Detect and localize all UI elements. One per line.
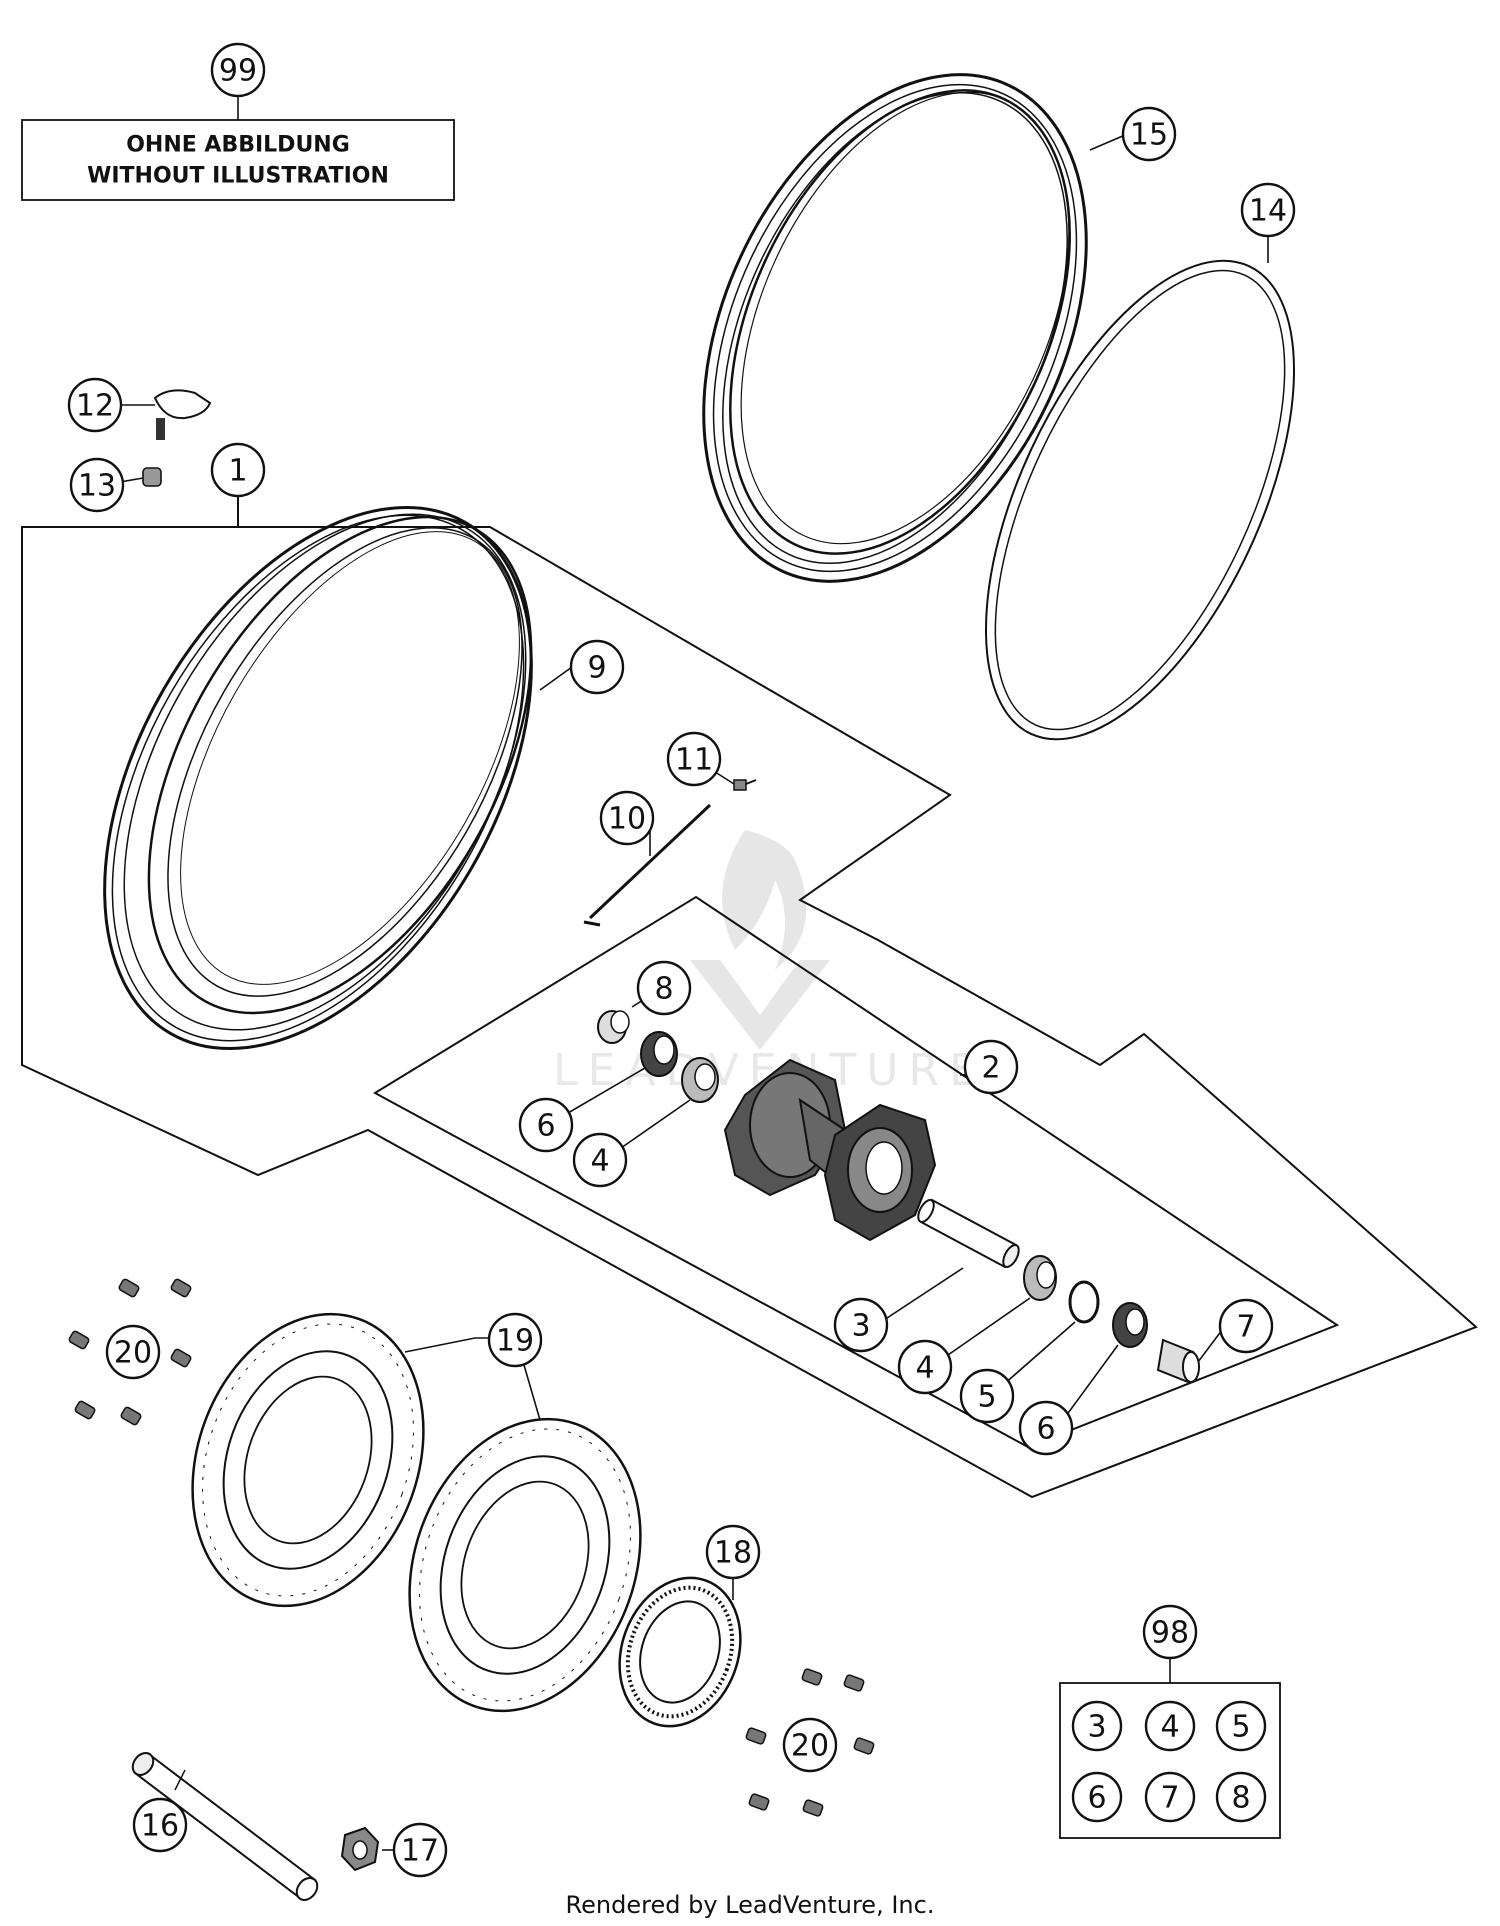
rim	[103, 505, 533, 1051]
tire-pressure-sensor	[153, 389, 212, 440]
kit-frame	[1059, 1682, 1281, 1839]
callout-3: 3	[851, 1309, 870, 1344]
callout-17: 17	[401, 1834, 439, 1869]
callout-18: 18	[714, 1536, 752, 1571]
circlip	[1068, 1280, 1100, 1324]
kit-item-3: 3	[1087, 1710, 1106, 1745]
spoke	[583, 803, 712, 927]
callout-13-circle	[69, 457, 125, 513]
callout-5: 5	[977, 1380, 996, 1415]
screws-right	[745, 1668, 875, 1817]
callout-6a: 6	[536, 1109, 555, 1144]
axle-nut	[340, 1826, 380, 1872]
callout-15-circle	[1121, 106, 1177, 162]
callout-98: 98	[1151, 1616, 1189, 1651]
callout-17-circle	[392, 1822, 448, 1878]
callout-11-circle	[666, 731, 722, 787]
callout-8-circle	[636, 960, 692, 1016]
note-line1: OHNE ABBILDUNG	[126, 133, 350, 158]
brake-disc-left	[191, 1312, 425, 1608]
callout-11: 11	[675, 743, 713, 778]
callout-14: 14	[1249, 194, 1287, 229]
kit-item-4: 4	[1160, 1710, 1179, 1745]
callout-3-circle	[833, 1297, 889, 1353]
callout-1: 1	[228, 454, 247, 489]
callout-6a-circle	[518, 1097, 574, 1153]
callout-4b-circle	[897, 1339, 953, 1395]
spacer-right	[1156, 1338, 1200, 1384]
callout-16-circle	[132, 1797, 188, 1853]
callout-10: 10	[608, 802, 646, 837]
callout-1-circle	[210, 442, 266, 498]
callout-16: 16	[141, 1809, 179, 1844]
callout-10-circle	[599, 790, 655, 846]
callout-18-circle	[705, 1524, 761, 1580]
shaft-seal-left	[640, 1031, 678, 1077]
callout-20b-circle	[782, 1717, 838, 1773]
wheel-hub	[723, 1058, 937, 1242]
callout-4b: 4	[915, 1351, 934, 1386]
callout-98-circle	[1142, 1604, 1198, 1660]
callout-20a-circle	[105, 1324, 161, 1380]
callout-20b: 20	[791, 1729, 829, 1764]
callout-7-circle	[1218, 1298, 1274, 1354]
spacer-left	[597, 1010, 630, 1044]
callout-15: 15	[1130, 118, 1168, 153]
note-box	[21, 119, 455, 201]
callout-4a: 4	[590, 1144, 609, 1179]
wheel-assembly-outline	[21, 495, 1478, 1499]
kit-box: 98 3 4 5 6 7 8	[1059, 1604, 1281, 1839]
callout-19: 19	[496, 1324, 534, 1359]
shaft-seal-right	[1112, 1302, 1148, 1348]
not-illustrated-note: 99 OHNE ABBILDUNG WITHOUT ILLUSTRATION	[21, 42, 455, 201]
valve-nut	[142, 467, 162, 487]
wheel-spindle	[131, 1752, 319, 1901]
brake-disc-right	[408, 1417, 642, 1713]
screws-left	[68, 1278, 192, 1426]
kit-item-5: 5	[1231, 1710, 1250, 1745]
callout-9: 9	[587, 651, 606, 686]
callout-2: 2	[981, 1051, 1000, 1086]
kit-item-7: 7	[1160, 1781, 1179, 1816]
callout-12-circle	[67, 377, 123, 433]
callout-13: 13	[78, 469, 116, 504]
callout-99: 99	[219, 54, 257, 89]
bearing-right	[1023, 1255, 1057, 1301]
callout-99-circle	[210, 42, 266, 98]
distance-sleeve	[917, 1198, 1020, 1269]
spoke-nipple	[733, 779, 757, 791]
callout-5-circle	[959, 1368, 1015, 1424]
kit-item-6: 6	[1087, 1781, 1106, 1816]
callout-6b: 6	[1036, 1412, 1055, 1447]
pulse-generator-wheel	[618, 1576, 742, 1728]
note-line2: WITHOUT ILLUSTRATION	[87, 164, 389, 189]
callout-19-circle	[487, 1312, 543, 1368]
watermark-logo: LEADVENTURE	[553, 830, 977, 1096]
callout-14-circle	[1240, 182, 1296, 238]
rim-tape	[984, 259, 1296, 741]
callout-6b-circle	[1018, 1400, 1074, 1456]
kit-item-8: 8	[1231, 1781, 1250, 1816]
callout-7: 7	[1236, 1310, 1255, 1345]
footer-credit: Rendered by LeadVenture, Inc.	[566, 1891, 935, 1919]
callout-9-circle	[569, 639, 625, 695]
callout-4a-circle	[572, 1132, 628, 1188]
callout-2-circle	[963, 1039, 1019, 1095]
callout-12: 12	[76, 389, 114, 424]
tire	[702, 73, 1088, 583]
callout-20a: 20	[114, 1336, 152, 1371]
bearing-left	[681, 1057, 719, 1103]
callout-8: 8	[654, 972, 673, 1007]
